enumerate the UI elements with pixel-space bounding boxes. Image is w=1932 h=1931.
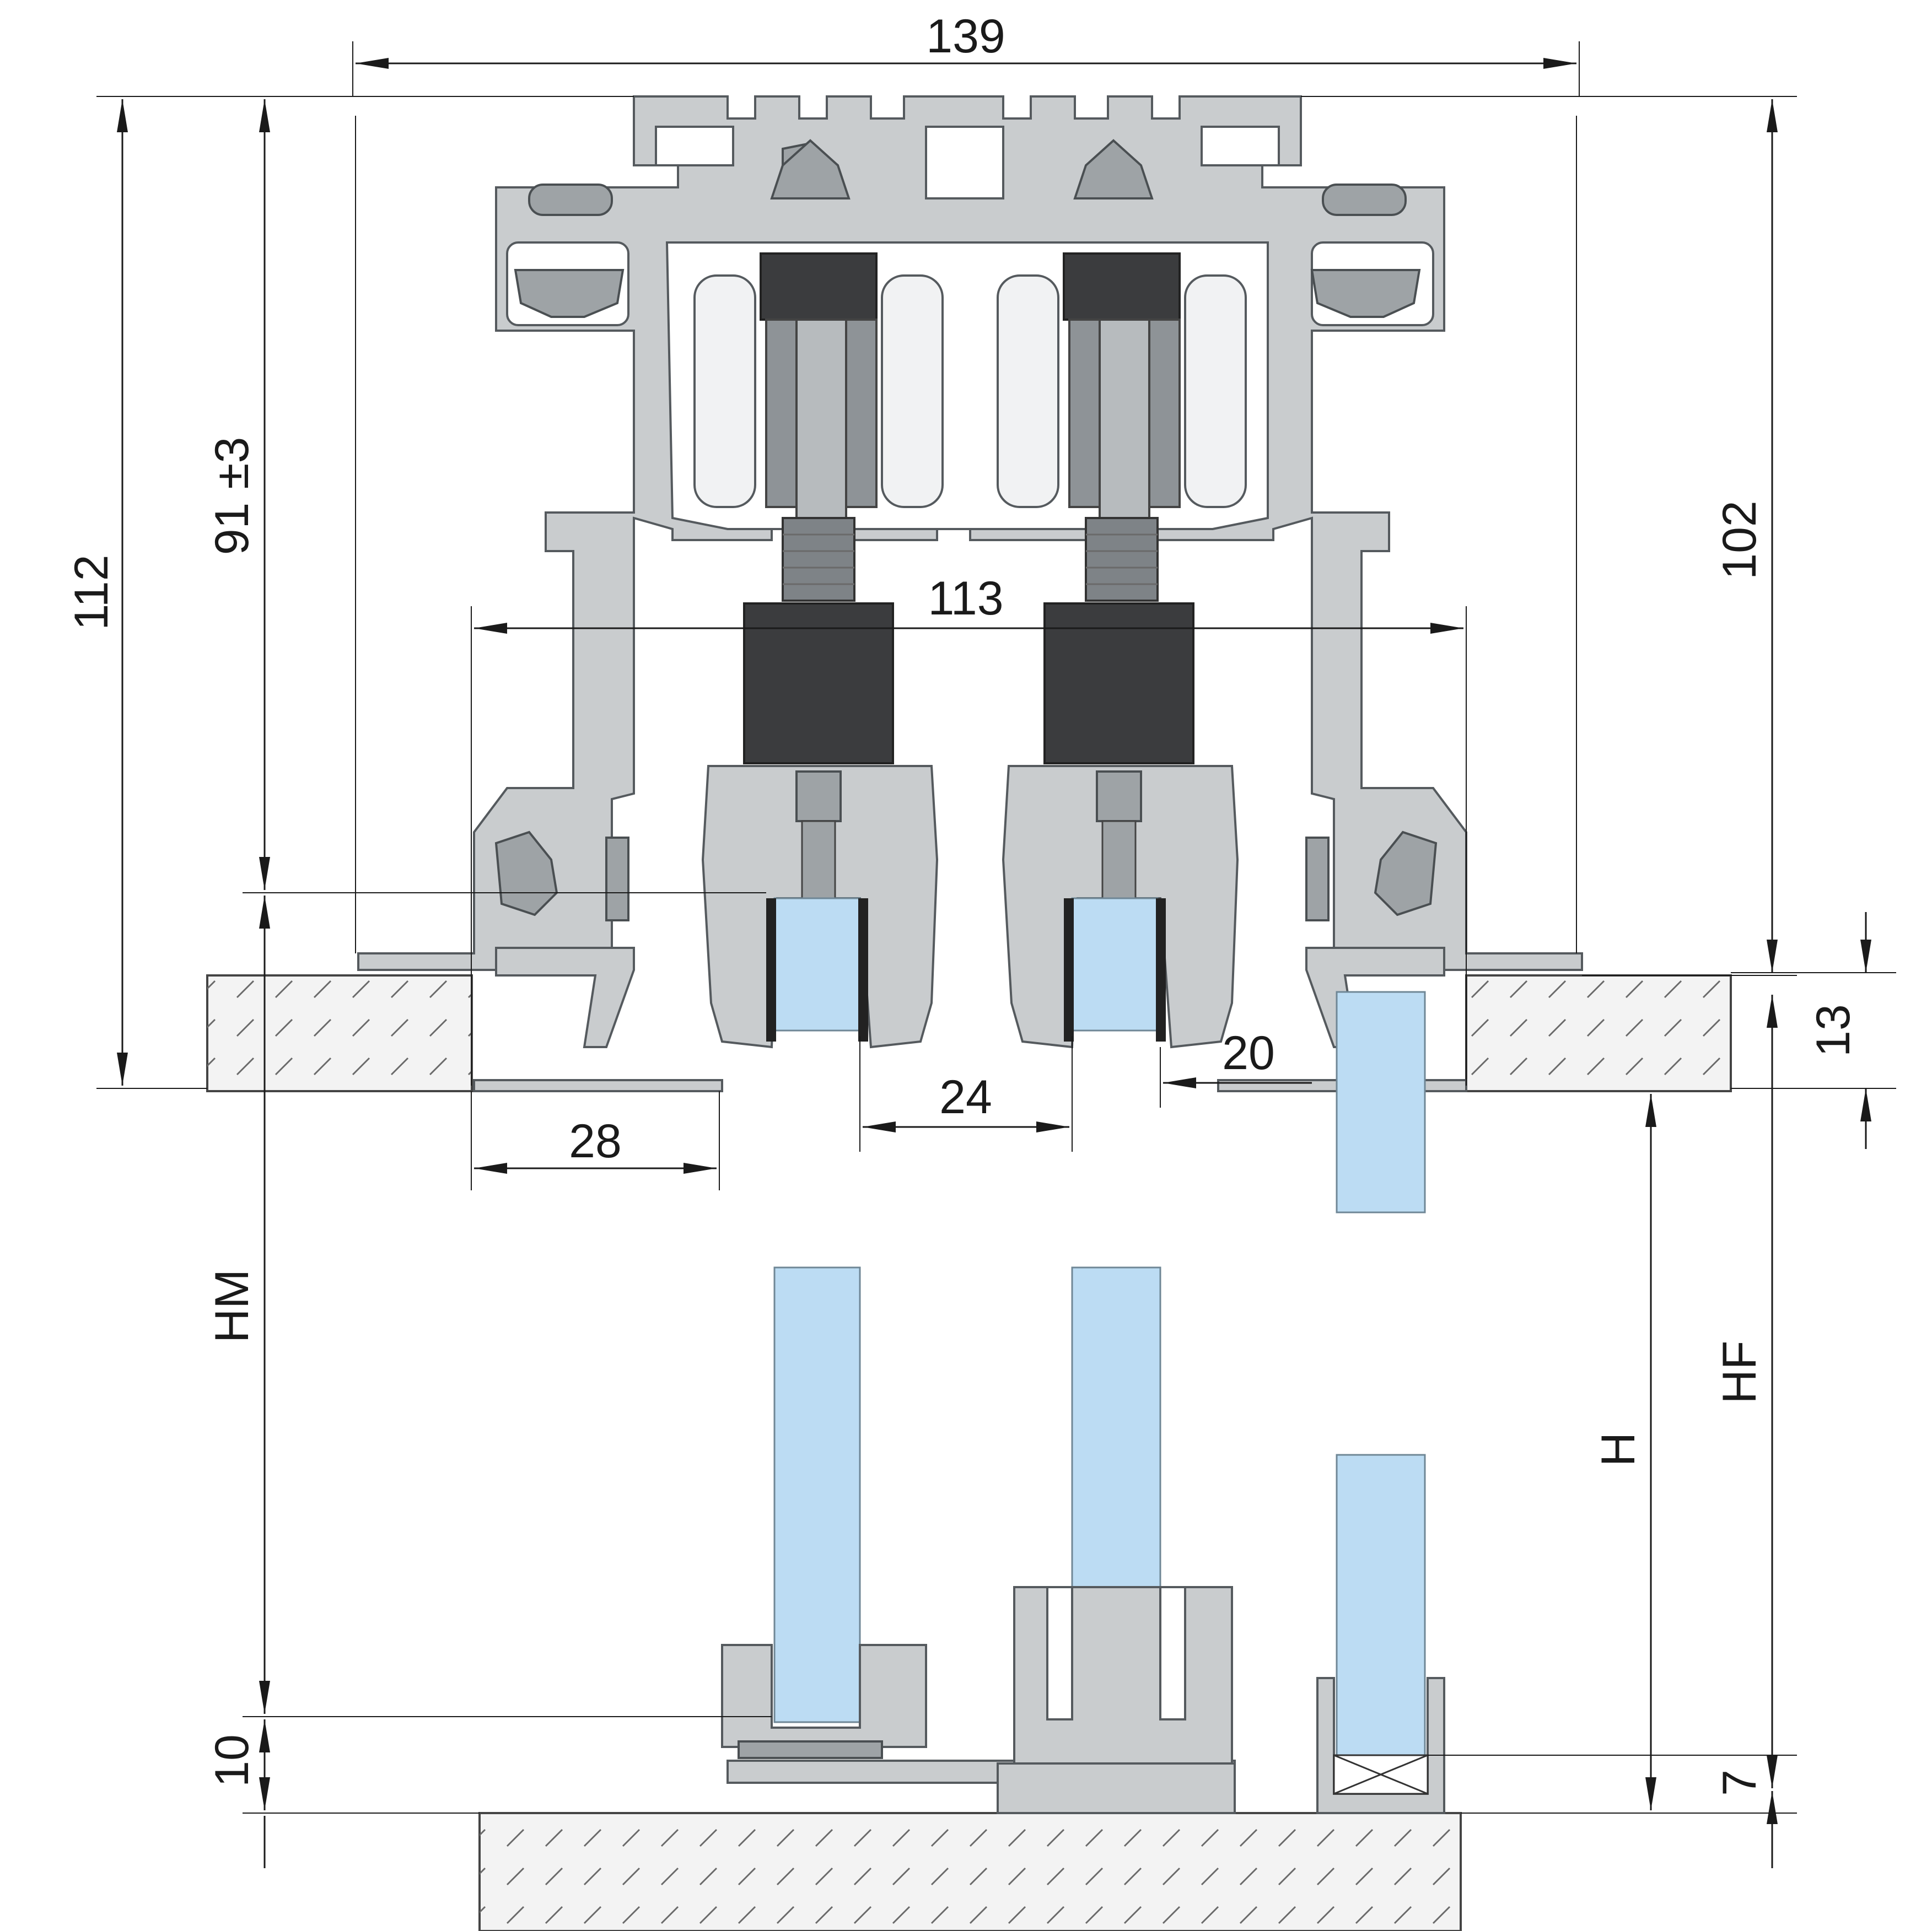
- wheel-right-b: [1184, 274, 1247, 508]
- dim-ceiling-thickness: 13: [1807, 1004, 1860, 1057]
- wheel-left-a: [693, 274, 756, 508]
- side-screw-right: [1310, 184, 1421, 318]
- dimension-lines: [96, 41, 1896, 1868]
- carriage-left: [693, 139, 944, 602]
- side-fixing-left: [473, 830, 723, 1092]
- dim-right-height: 102: [1713, 500, 1766, 580]
- dim-floor-gap: 7: [1713, 1770, 1766, 1796]
- wheel-left-b: [881, 274, 944, 508]
- ceiling-right: [1465, 974, 1732, 1092]
- dim-hm-label: HM: [206, 1269, 259, 1343]
- dim-track-adjust: 91 ±3: [206, 437, 259, 555]
- dim-track-height-total: 112: [65, 554, 118, 630]
- dim-hf-label: HF: [1713, 1341, 1766, 1404]
- wheel-right-a: [997, 274, 1059, 508]
- dim-panel-spacing: 24: [939, 1071, 992, 1124]
- carriage-right: [997, 139, 1247, 602]
- glass-clamp-right: [1002, 765, 1239, 1049]
- sliding-panel-left: [773, 1266, 861, 1723]
- side-screw-left: [514, 184, 625, 318]
- dim-overall-width: 139: [926, 10, 1005, 63]
- fixed-panel-right: [1336, 1454, 1426, 1756]
- dim-h-label: H: [1592, 1432, 1645, 1466]
- fixed-glass-top-right: [1336, 991, 1426, 1213]
- dim-bottom-guide-height: 10: [206, 1734, 259, 1787]
- bottom-channel-right: [1316, 1677, 1445, 1814]
- floor-slab: [478, 1812, 1462, 1931]
- ceiling-left: [206, 974, 473, 1092]
- dim-side-gap: 20: [1222, 1027, 1275, 1080]
- dim-inner-width: 113: [928, 572, 1003, 625]
- glass-top-right: [1071, 897, 1159, 1032]
- bottom-guide-center: [997, 1586, 1236, 1814]
- dim-profile-offset: 28: [569, 1115, 622, 1168]
- glass-top-left: [773, 897, 861, 1032]
